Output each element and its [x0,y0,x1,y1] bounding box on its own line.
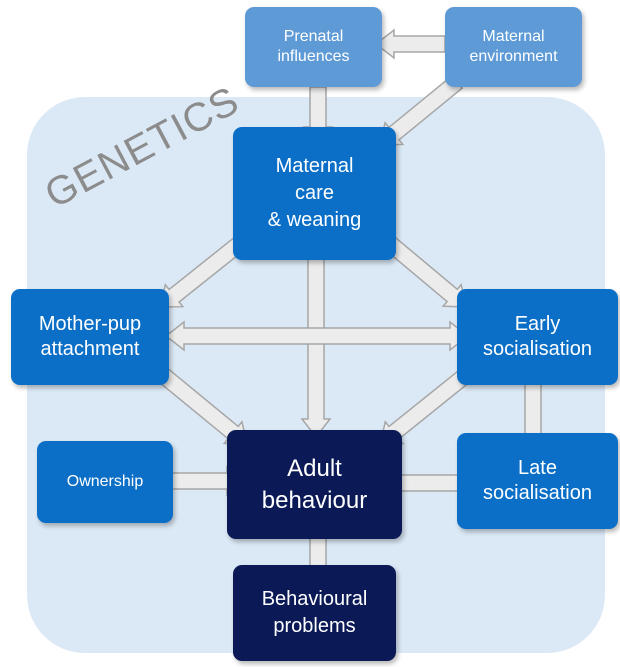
behavioural-problems-box: Behavioural problems [233,565,396,661]
arrow-maternal-environment-to-prenatal-icon [374,28,446,60]
mother-pup-attachment-box: Mother-pup attachment [11,289,169,385]
early-socialisation-box: Early socialisation [457,289,618,385]
maternal-environment-box: Maternal environment [445,7,582,87]
prenatal-influences-box: Prenatal influences [245,7,382,87]
maternal-care-box: Maternal care & weaning [233,127,396,260]
ownership-box: Ownership [37,441,173,523]
late-socialisation-box: Late socialisation [457,433,618,529]
adult-behaviour-box: Adult behaviour [227,430,402,539]
